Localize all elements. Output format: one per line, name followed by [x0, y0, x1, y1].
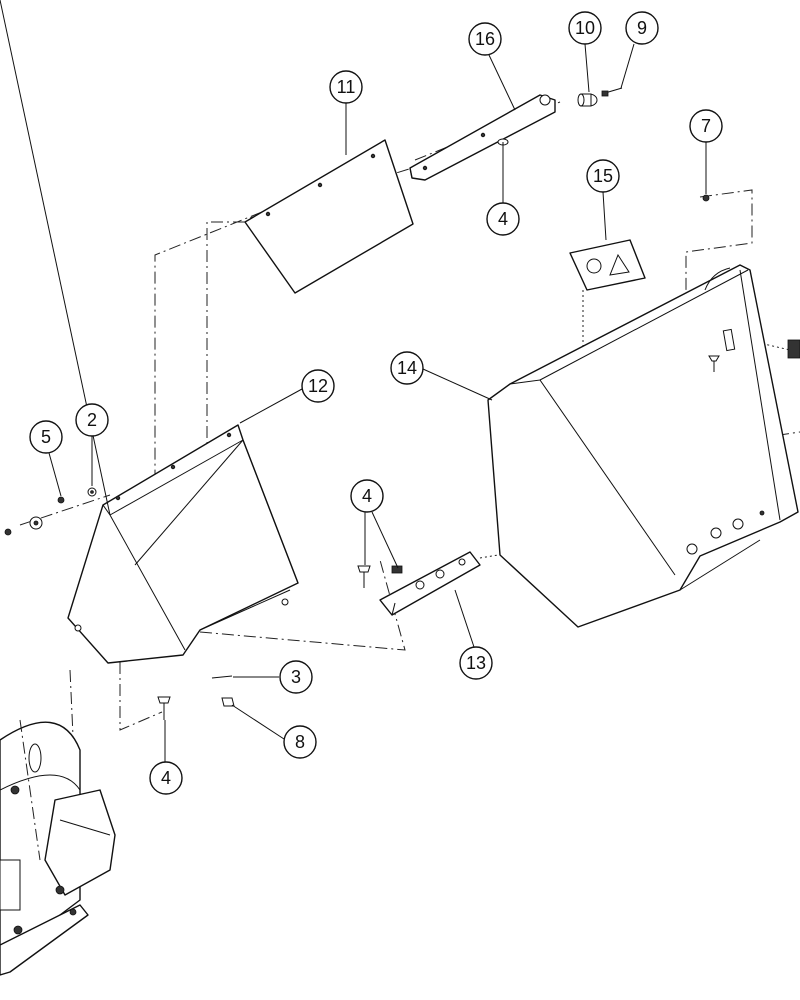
part-15-warning-decal: [569, 239, 646, 291]
part-5-nut: [57, 496, 65, 504]
part-3-washer: [211, 675, 233, 679]
part-4-bolt-top: [497, 138, 509, 160]
leader-lines: [48, 43, 707, 762]
callout-5: 5: [29, 420, 63, 454]
part-10-spacer: [577, 93, 598, 107]
callout-label: 15: [593, 166, 613, 186]
washer-left: [4, 516, 43, 536]
callout-label: 8: [295, 732, 305, 752]
callout-4-top: 4: [486, 202, 520, 236]
callout-12: 12: [301, 369, 335, 403]
part-16-bracket: [409, 94, 556, 181]
part-4-bolt-bottom: [157, 696, 171, 720]
part-9-bolt: [601, 87, 623, 97]
callout-label: 14: [397, 358, 417, 378]
callout-9: 9: [625, 11, 659, 45]
part-11-plate: [244, 139, 414, 294]
callout-label: 11: [337, 77, 356, 97]
part-2-washer: [87, 487, 97, 497]
callout-label: 12: [308, 376, 328, 396]
callout-7: 7: [689, 109, 723, 143]
callout-label: 3: [291, 667, 301, 687]
callout-label: 16: [475, 29, 495, 49]
part-14-chute: [487, 264, 800, 628]
callout-3: 3: [279, 660, 313, 694]
callout-label: 9: [637, 18, 647, 38]
callout-label: 4: [498, 209, 508, 229]
callout-10: 10: [568, 11, 602, 45]
callout-14: 14: [390, 351, 424, 385]
callout-15: 15: [586, 159, 620, 193]
callout-13: 13: [459, 646, 493, 680]
callout-label: 7: [701, 116, 711, 136]
part-12-hopper: [0, 0, 299, 664]
callout-8: 8: [283, 725, 317, 759]
part-4-bolt-mid: [357, 565, 371, 588]
callout-label: 2: [87, 410, 97, 430]
part-13-mount-bracket: [379, 551, 481, 616]
callout-label: 10: [575, 18, 595, 38]
callout-label: 13: [466, 653, 486, 673]
callout-2: 2: [75, 403, 109, 437]
callout-label: 5: [41, 427, 51, 447]
part-7-screw: [702, 194, 720, 372]
callout-16: 16: [468, 22, 502, 56]
base-machine-housing: [0, 719, 116, 976]
callout-11: 11: [329, 70, 363, 104]
callout-4-bottom: 4: [149, 761, 183, 795]
callout-label: 4: [161, 768, 171, 788]
callout-4-mid: 4: [350, 479, 384, 513]
callout-label: 4: [362, 486, 372, 506]
